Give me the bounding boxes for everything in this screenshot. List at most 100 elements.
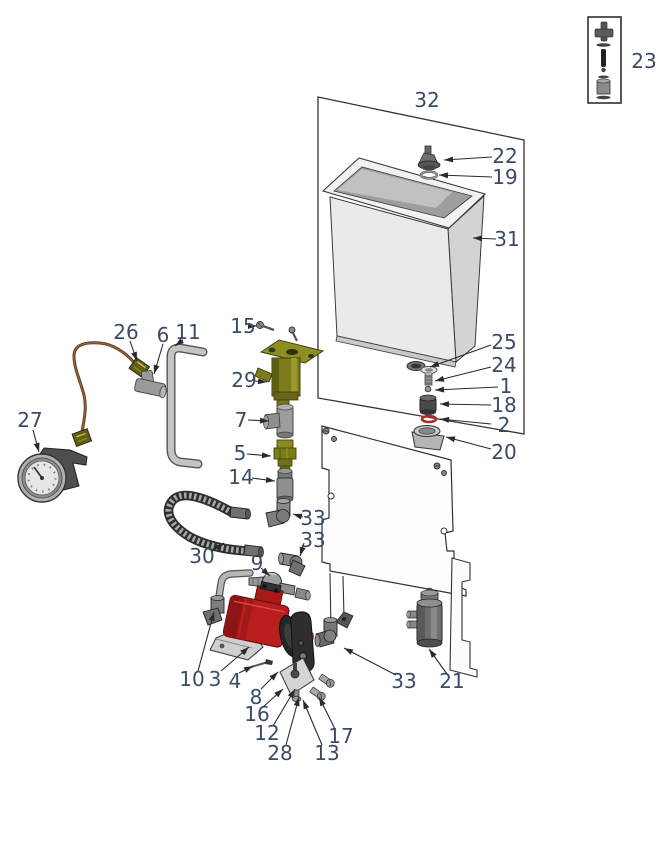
- leader-arrowhead-17: [319, 697, 326, 707]
- tank-assembly-box: [317, 96, 525, 435]
- leader-arrowhead-29: [257, 378, 267, 385]
- panel-hole: [327, 492, 335, 500]
- leader-arrowhead-33a: [293, 513, 303, 520]
- leader-arrowhead-13: [303, 700, 310, 710]
- elbow-fitting-33a: [265, 498, 291, 528]
- leader-arrowhead-12: [287, 689, 295, 699]
- leader-arrowhead-11: [175, 338, 184, 346]
- tube-fitting-14: [276, 468, 294, 503]
- part-label-33b-elbow-fitting: 33: [300, 528, 325, 552]
- mounting-plate-16: [279, 657, 315, 703]
- part-label-11-bent-tube: 11: [175, 320, 200, 344]
- bent-tube-short: [215, 569, 254, 601]
- elbow-fitting-33b: [278, 552, 306, 577]
- part-label-29-boiler-inlet-fitting: 29: [231, 368, 256, 392]
- part-label-30-braided-hose: 30: [189, 544, 214, 568]
- leader-arrowhead-22: [444, 156, 454, 163]
- valve-stem-24: [424, 372, 433, 386]
- leader-arrowhead-14: [265, 476, 275, 483]
- part-label-28-nut: 28: [267, 741, 292, 765]
- leader-arrowhead-9: [261, 567, 270, 576]
- part-label-5-brass-fitting: 5: [234, 441, 247, 465]
- part-label-15-screw: 15: [230, 314, 255, 338]
- leader-arrowhead-6: [153, 364, 160, 374]
- tank-outlet-fitting-20: [411, 425, 445, 451]
- part-label-22-tank-valve: 22: [492, 144, 517, 168]
- tank-valve: [417, 145, 441, 171]
- leader-line-1: [434, 386, 499, 391]
- back-panel-flange: [449, 557, 478, 678]
- brass-nut: [71, 428, 93, 447]
- leader-arrowhead-25: [430, 361, 440, 367]
- braided-hose-30: [163, 490, 264, 558]
- part-label-32-tank-assembly-box: 32: [414, 88, 439, 112]
- leader-line-33c: [343, 647, 397, 676]
- leader-arrowhead-16: [274, 689, 283, 698]
- part-label-6-tee-fitting: 6: [157, 323, 170, 347]
- part-label-13-screw: 13: [314, 741, 339, 765]
- bent-tube-11: [166, 343, 208, 469]
- tank-valve-washer: [419, 170, 439, 180]
- part-label-26-capillary-tube: 26: [113, 320, 138, 344]
- part-label-7-tee-fitting: 7: [235, 408, 248, 432]
- label-32-mask: [410, 87, 445, 112]
- part-label-14-tube-fitting: 14: [228, 465, 253, 489]
- part-label-21-solenoid-valve: 21: [439, 669, 464, 693]
- part-label-25-washer: 25: [491, 330, 516, 354]
- water-tank: [321, 157, 487, 371]
- part-label-31-water-tank: 31: [494, 227, 519, 251]
- leader-arrowhead-8: [269, 672, 278, 681]
- part-label-17-screw: 17: [328, 724, 353, 748]
- part-label-8-pump-bracket: 8: [250, 685, 263, 709]
- leader-arrowhead-30: [214, 543, 224, 551]
- panel-rod: [342, 575, 345, 619]
- gauge-needle: [33, 466, 43, 479]
- screw-15: [256, 321, 298, 342]
- part-label-9-check-valve: 9: [251, 551, 264, 575]
- part-label-12-stud: 12: [254, 721, 279, 745]
- elbow-fitting-33c: [314, 611, 354, 648]
- small-washer-1: [424, 385, 432, 393]
- part-label-1-small-washer: 1: [500, 374, 513, 398]
- part-label-2-o-ring: 2: [498, 413, 511, 437]
- boiler-inlet-fitting-29: [254, 339, 325, 413]
- leader-line-25: [429, 344, 492, 368]
- leader-arrowhead-1: [435, 386, 445, 393]
- pin-screw-4: [250, 659, 273, 668]
- solenoid-valve-21: [406, 587, 443, 648]
- screw-13: [318, 673, 335, 688]
- leader-arrowhead-19: [439, 172, 449, 179]
- leader-arrowhead-15: [248, 323, 257, 329]
- grommet-18: [419, 394, 437, 415]
- part-label-23-valve-assembly-detail: 23: [631, 49, 656, 73]
- panel-hole: [440, 527, 448, 535]
- leader-arrowhead-7: [259, 417, 269, 424]
- part-label-19-washer: 19: [492, 165, 517, 189]
- part-label-24-valve-stem: 24: [491, 353, 516, 377]
- vibration-pump-3: [222, 581, 290, 648]
- part-label-27-pressure-gauge: 27: [17, 408, 42, 432]
- leader-arrowhead-33b: [299, 546, 306, 556]
- leader-arrowhead-21: [429, 649, 437, 659]
- part-label-16-mounting-plate: 16: [244, 702, 269, 726]
- part-label-20-tank-outlet-fitting: 20: [491, 440, 516, 464]
- valve-assembly-detail-23: [587, 16, 622, 104]
- leader-arrowhead-4: [243, 666, 253, 673]
- part-label-18-grommet: 18: [491, 393, 516, 417]
- brass-fitting-5: [273, 439, 297, 472]
- leader-arrowhead-33c: [344, 648, 354, 655]
- leader-arrowhead-20: [446, 436, 456, 443]
- leader-arrowhead-3: [240, 647, 249, 656]
- leader-arrowhead-31: [473, 235, 483, 242]
- screw-17: [309, 686, 326, 701]
- leader-arrowhead-2: [440, 416, 450, 423]
- leader-line-10: [197, 611, 215, 672]
- leader-arrowhead-5: [261, 452, 271, 459]
- leader-arrowhead-24: [435, 375, 445, 382]
- tee-fitting-6: [134, 370, 167, 399]
- capillary-tube-26: [71, 341, 151, 447]
- leader-arrowhead-28: [293, 697, 300, 707]
- part-label-4-pin-screw: 4: [229, 669, 242, 693]
